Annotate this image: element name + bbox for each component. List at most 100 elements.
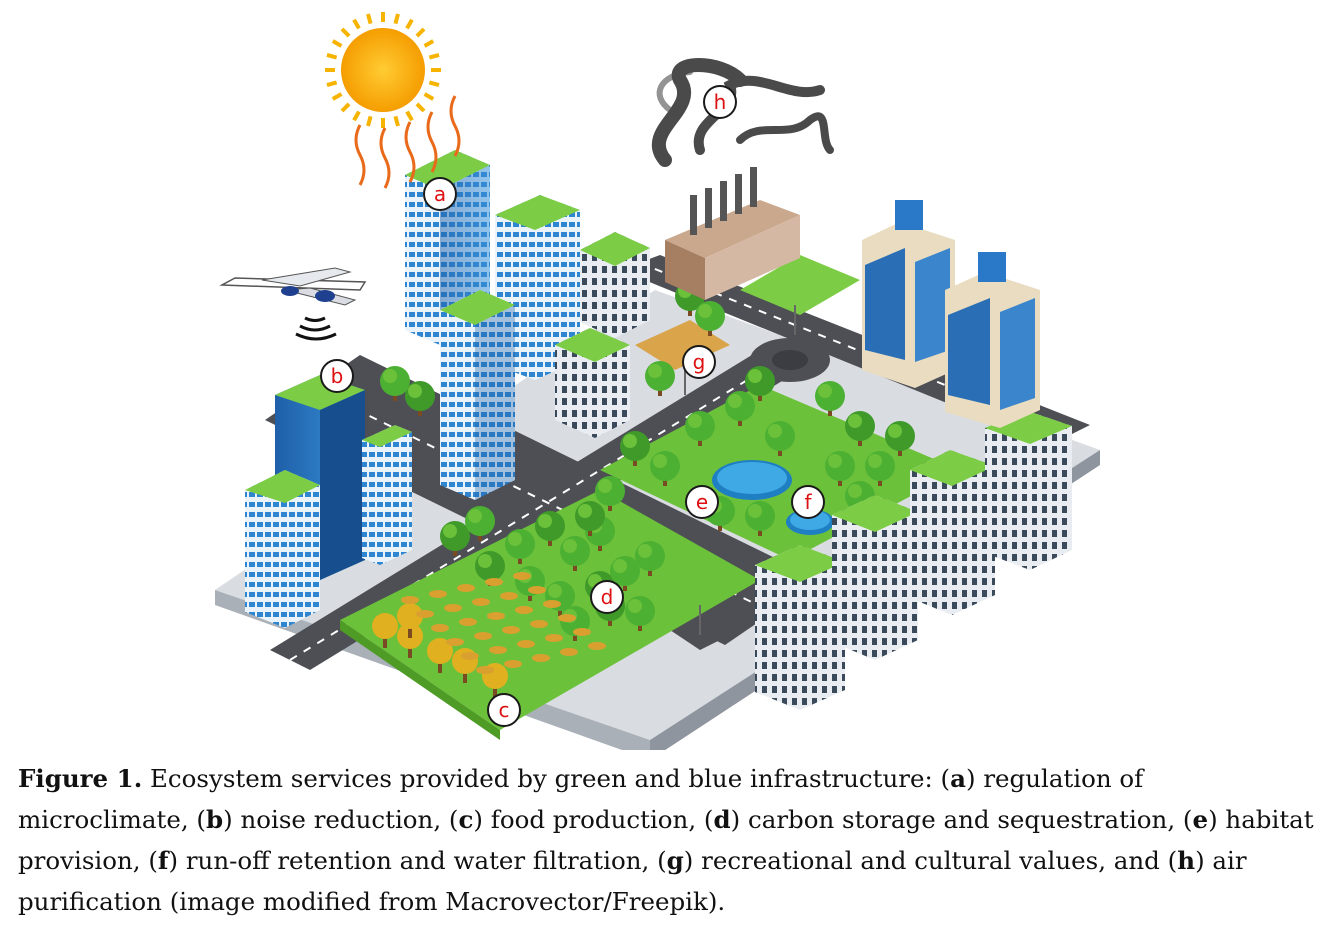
building-b	[275, 375, 365, 580]
tree	[405, 381, 435, 416]
beige-towers	[862, 200, 1040, 428]
item-text-f: run-off retention and water filtration,	[185, 846, 650, 875]
crop	[429, 590, 447, 598]
item-text-g: recreational and cultural values, and	[701, 846, 1160, 875]
figure-caption: Figure 1. Ecosystem services provided by…	[18, 764, 1314, 916]
tree	[845, 411, 875, 446]
crop	[573, 628, 591, 636]
crop	[513, 572, 531, 580]
crop	[560, 648, 578, 656]
building-a2	[495, 195, 580, 380]
tree	[625, 596, 655, 631]
caption-credit: (image modified from Macrovector/Freepik…	[169, 887, 726, 916]
tree	[695, 301, 725, 336]
tree	[725, 391, 755, 426]
crop	[487, 612, 505, 620]
crop	[504, 660, 522, 668]
tree	[535, 511, 565, 546]
illustration	[215, 12, 1100, 760]
label-c: c	[487, 693, 521, 727]
tree	[440, 521, 470, 556]
label-f: f	[791, 485, 825, 519]
item-text-d: carbon storage and sequestration,	[747, 805, 1176, 834]
crop	[530, 620, 548, 628]
item-letter-d: d	[713, 805, 731, 834]
item-letter-c: c	[458, 805, 474, 834]
factory	[665, 167, 800, 300]
crop	[457, 584, 475, 592]
tree	[380, 366, 410, 401]
crop	[461, 652, 479, 660]
building-center	[440, 290, 515, 500]
tree	[505, 529, 535, 564]
crop	[588, 642, 606, 650]
item-letter-a: a	[950, 764, 966, 793]
fruit-tree	[427, 638, 453, 673]
city-illustration	[215, 12, 1100, 760]
crop	[431, 624, 449, 632]
street-lamps	[684, 305, 796, 635]
item-text-e: habitat provision,	[18, 805, 1314, 875]
item-letter-g: g	[666, 846, 684, 875]
tree	[765, 421, 795, 456]
item-text-c: food production,	[490, 805, 697, 834]
crop	[459, 618, 477, 626]
tree	[610, 556, 640, 591]
tree	[595, 476, 625, 511]
white-buildings	[555, 232, 1072, 710]
crop	[401, 596, 419, 604]
airplane	[219, 267, 367, 341]
item-letter-h: h	[1177, 846, 1196, 875]
label-a: a	[423, 177, 457, 211]
crop	[489, 646, 507, 654]
crop	[476, 666, 494, 674]
tree	[575, 501, 605, 536]
crop	[472, 598, 490, 606]
tree	[475, 551, 505, 586]
smoke	[651, 58, 834, 167]
caption-intro: Ecosystem services provided by green and…	[150, 764, 933, 793]
crop	[543, 600, 561, 608]
crop	[545, 634, 563, 642]
tree	[560, 536, 590, 571]
tree	[650, 451, 680, 486]
item-text-h: air purification	[18, 846, 1247, 916]
label-d: d	[590, 580, 624, 614]
crop	[532, 654, 550, 662]
crop	[502, 626, 520, 634]
item-text-b: noise reduction,	[240, 805, 442, 834]
tree	[465, 506, 495, 541]
building-b-left	[245, 470, 320, 628]
item-letter-f: f	[157, 846, 169, 875]
crop	[485, 578, 503, 586]
label-b: b	[320, 359, 354, 393]
fruit-tree	[372, 613, 398, 648]
crop	[515, 606, 533, 614]
crop	[528, 586, 546, 594]
label-h: h	[703, 85, 737, 119]
tree	[685, 411, 715, 446]
crop	[416, 610, 434, 618]
crop	[500, 592, 518, 600]
tree	[815, 381, 845, 416]
item-text-a: regulation of microclimate,	[18, 764, 1144, 834]
crop	[517, 640, 535, 648]
fruit-tree	[397, 603, 423, 638]
tree	[745, 501, 775, 536]
figure-label: Figure 1.	[18, 764, 143, 793]
tree	[635, 541, 665, 576]
tree	[825, 451, 855, 486]
label-g: g	[682, 345, 716, 379]
crop	[444, 604, 462, 612]
label-e: e	[685, 485, 719, 519]
farm-crops	[401, 572, 606, 674]
sun	[325, 12, 461, 189]
crop	[474, 632, 492, 640]
crop	[446, 638, 464, 646]
item-letter-e: e	[1192, 805, 1209, 834]
tree	[620, 431, 650, 466]
building-b-right	[362, 425, 412, 565]
tree	[885, 421, 915, 456]
crop	[558, 614, 576, 622]
tree	[645, 361, 675, 396]
